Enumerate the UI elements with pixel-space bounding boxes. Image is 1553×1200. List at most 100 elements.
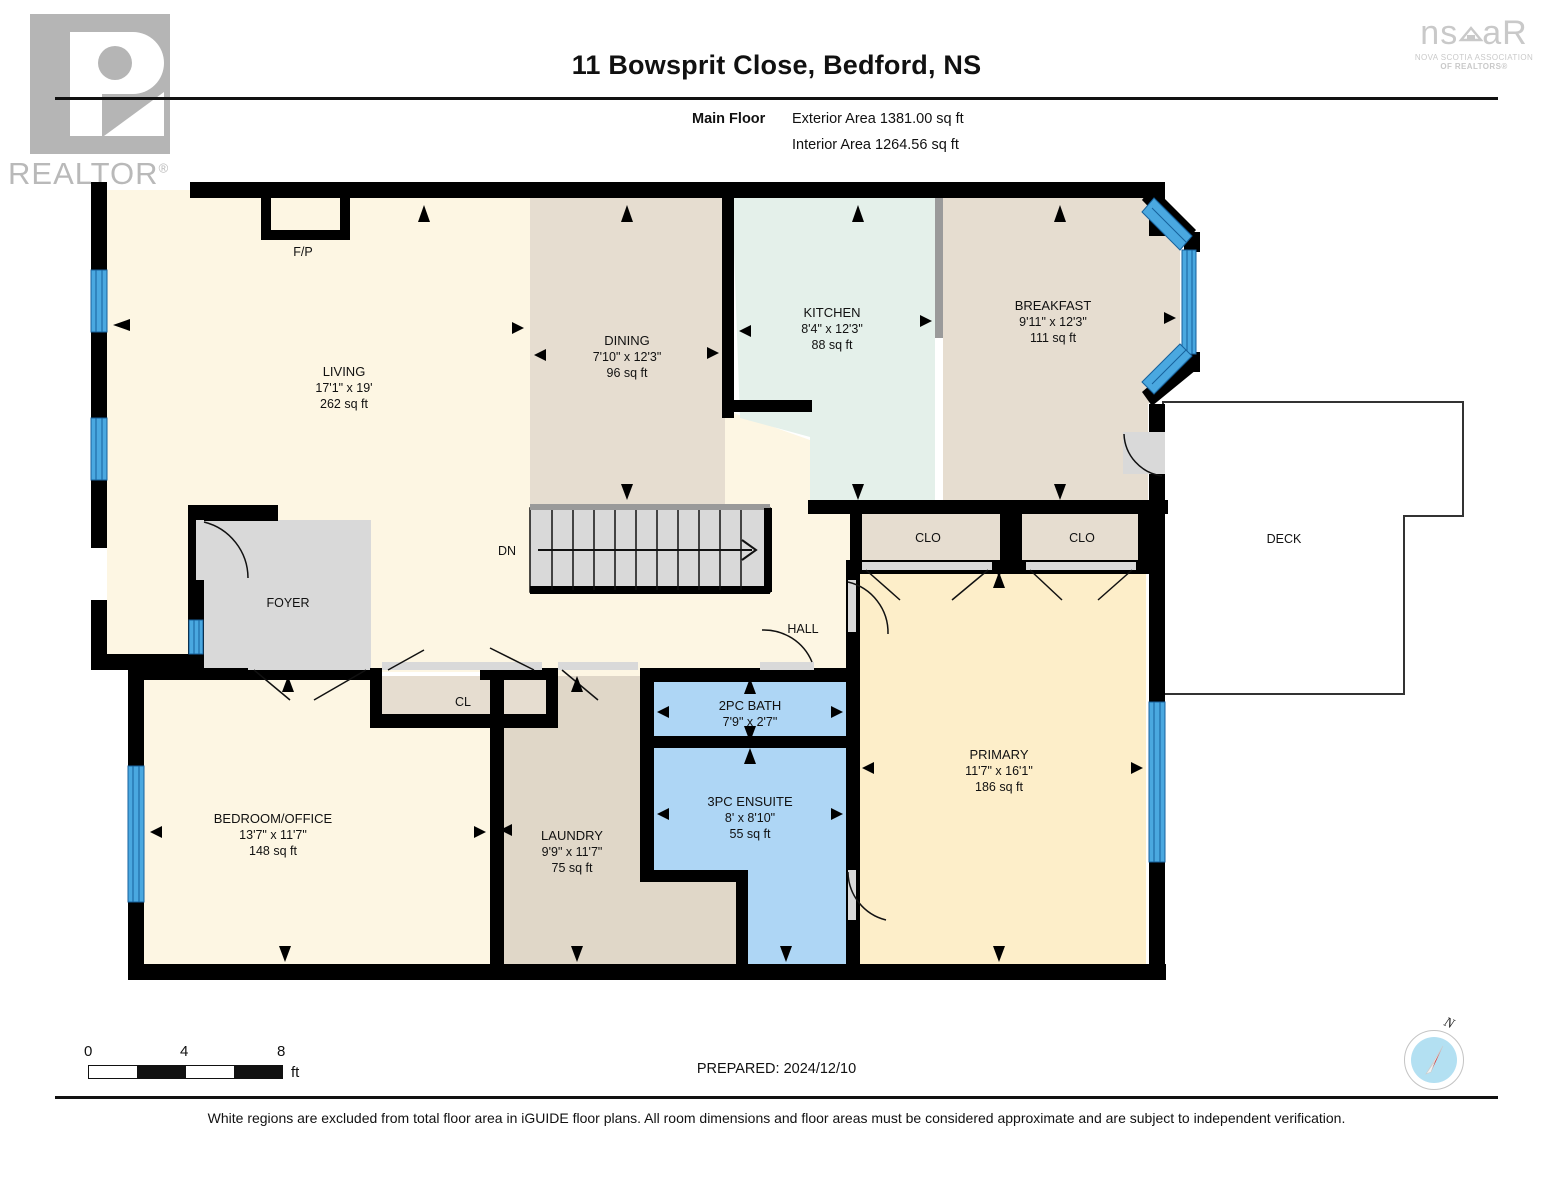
wall-bath-top (640, 668, 852, 682)
wall-exterior-left-d (91, 600, 107, 670)
nsar-subtitle-line2: OF REALTORS® (1440, 62, 1508, 71)
room-fill-3pc-ensuite (653, 746, 848, 972)
wall-bath-left (640, 668, 654, 882)
room-area-laundry: 75 sq ft (552, 861, 594, 875)
room-label-living: LIVING 17'1" x 19' 262 sq ft (315, 364, 372, 411)
dim-arrow-ensuite-bottom (780, 946, 792, 962)
dim-arrow-living-right (512, 322, 524, 334)
wall-exterior-left-b (91, 330, 107, 420)
compass-rose: N (1404, 1015, 1466, 1092)
room-dim-breakfast: 9'11" x 12'3" (1019, 315, 1087, 329)
dim-arrow-2pc-left (657, 706, 669, 718)
wall-bedroom-left-a (128, 668, 144, 768)
door-sill-deck (1123, 432, 1165, 474)
footer-divider (55, 1096, 1498, 1099)
scale-bar (88, 1065, 283, 1079)
scale-seg-4 (233, 1066, 282, 1078)
dim-arrow-bedoffice-top (282, 676, 294, 692)
wall-cl-bottom (370, 714, 558, 728)
room-dim-primary: 11'7" x 16'1" (965, 764, 1033, 778)
room-dim-dining: 7'10" x 12'3" (593, 350, 662, 364)
disclaimer-text: White regions are excluded from total fl… (207, 1110, 1346, 1126)
dim-arrow-bedoffice-left (150, 826, 162, 838)
stairs-top-edge (530, 504, 770, 510)
window-foyer (188, 619, 204, 655)
room-area-3pc-ensuite: 55 sq ft (730, 827, 772, 841)
realtor-r-mark (30, 14, 170, 154)
wall-kitchen-bottom-left (722, 400, 812, 412)
wall-exterior-right-b (1149, 694, 1165, 704)
room-fill-kitchen (732, 196, 935, 500)
window-primary (1148, 701, 1166, 863)
floor-label: Main Floor (692, 111, 766, 127)
prepared-date: PREPARED: 2024/12/10 (696, 1061, 857, 1077)
wall-bay-bottom (1142, 356, 1196, 406)
wall-living-step-v (262, 505, 278, 521)
dim-arrow-bedoffice-bottom (279, 946, 291, 962)
door-sill-bedroom-office (248, 662, 370, 670)
clo-right-label: CLO (1069, 531, 1095, 545)
dim-arrow-dining-left (534, 349, 546, 361)
fireplace-label: F/P (293, 245, 312, 259)
dim-arrow-ensuite-left (657, 808, 669, 820)
dim-arrow-kitchen-right (920, 315, 932, 327)
dim-arrow-bedoffice-right (474, 826, 486, 838)
wall-cl-left (370, 668, 382, 726)
room-fill-living (107, 190, 530, 655)
door-swing-cl-a (387, 649, 425, 671)
dim-arrow-primary-right (1131, 762, 1143, 774)
room-fill-breakfast (943, 196, 1180, 500)
scale-tick-8: 8 (277, 1043, 286, 1060)
scale-unit-label: ft (291, 1064, 300, 1081)
interior-area-text: Interior Area 1264.56 sq ft (792, 137, 959, 153)
door-sill-clo-right (1026, 562, 1136, 570)
wall-bath-mid (640, 736, 852, 748)
deck-label: DECK (1267, 532, 1302, 546)
stairs-right-edge (764, 508, 772, 592)
dim-arrow-kitchen-left (739, 325, 751, 337)
realtor-wordmark: REALTOR® (8, 156, 169, 192)
dim-arrow-2pc-right (831, 706, 843, 718)
door-swing-foyer (203, 521, 249, 579)
wall-living-bottom (91, 654, 203, 670)
door-sill-laundry (558, 662, 638, 670)
foyer-label: FOYER (266, 596, 309, 610)
room-area-kitchen: 88 sq ft (812, 338, 854, 352)
dim-arrow-dining-right (707, 347, 719, 359)
window-group (90, 197, 1197, 903)
room-name-bedroom-office: BEDROOM/OFFICE (214, 811, 333, 826)
wall-exterior-right-c (1149, 860, 1165, 980)
room-name-2pc-bath: 2PC BATH (719, 698, 782, 713)
scale-seg-1 (89, 1066, 138, 1078)
room-name-3pc-ensuite: 3PC ENSUITE (707, 794, 793, 809)
realtor-logo: REALTOR® (8, 14, 178, 194)
wall-clo-right (1138, 506, 1152, 572)
room-name-primary: PRIMARY (970, 747, 1029, 762)
wall-kitchen-divider (935, 198, 943, 338)
dim-arrow-living-top (418, 205, 430, 222)
compass-needle-icon (1425, 1045, 1444, 1075)
dim-arrow-laundry-bottom (571, 946, 583, 962)
compass-disc (1411, 1037, 1457, 1083)
dim-arrow-primary-top (993, 562, 1005, 578)
nsar-wordmark-left: ns (1420, 14, 1459, 52)
room-label-3pc-ensuite: 3PC ENSUITE 8' x 8'10" 55 sq ft (707, 794, 793, 841)
dim-arrow-primary-bottom (993, 946, 1005, 962)
wall-exterior-left-c (91, 478, 107, 548)
dim-arrow-ensuite-right (831, 808, 843, 820)
stairs-dn-label: DN (498, 544, 516, 558)
room-name-laundry: LAUNDRY (541, 828, 603, 843)
room-label-kitchen: KITCHEN 8'4" x 12'3" 88 sq ft (801, 305, 863, 352)
room-name-dining: DINING (604, 333, 650, 348)
deck-outline (1162, 401, 1464, 695)
wall-fireplace-left (261, 198, 271, 238)
wall-laundry-left (490, 676, 504, 972)
dim-arrow-ensuite-top (744, 748, 756, 764)
wall-exterior-left-a (91, 182, 107, 272)
wall-clo-left (850, 500, 862, 572)
room-dim-laundry: 9'9" x 11'7" (542, 845, 603, 859)
realtor-wordmark-text: REALTOR (8, 156, 159, 191)
scale-seg-3 (185, 1066, 234, 1078)
room-name-living: LIVING (323, 364, 366, 379)
